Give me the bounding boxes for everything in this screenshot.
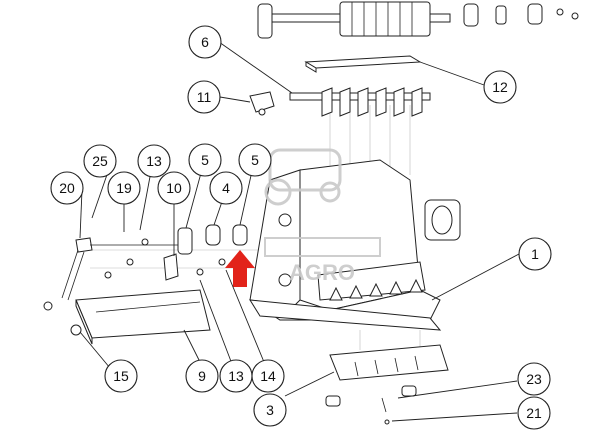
bottom-hardware [325, 385, 417, 425]
upper-roller-shaft [257, 1, 579, 39]
svg-text:1: 1 [531, 246, 539, 262]
callout-21: 21 [517, 396, 551, 430]
highlight-arrow [225, 250, 255, 287]
callout-6: 6 [188, 25, 222, 59]
svg-text:10: 10 [166, 180, 182, 196]
callout-14: 14 [251, 359, 285, 393]
callout-3: 3 [253, 393, 287, 427]
callout-15: 15 [104, 359, 138, 393]
callout-5a: 5 [188, 143, 222, 177]
svg-text:4: 4 [222, 180, 230, 196]
svg-text:12: 12 [492, 79, 508, 95]
part-11-bracket [249, 91, 275, 116]
watermark-text: AGRO [289, 260, 355, 285]
svg-text:23: 23 [526, 371, 542, 387]
callouts: 6 11 12 1 25 13 5 5 20 19 10 4 15 9 13 1… [50, 25, 552, 430]
callout-9: 9 [185, 359, 219, 393]
svg-text:13: 13 [228, 368, 244, 384]
svg-text:25: 25 [92, 153, 108, 169]
callout-10: 10 [157, 171, 191, 205]
callout-13b: 13 [219, 359, 253, 393]
callout-23: 23 [517, 362, 551, 396]
left-exploded-parts [43, 224, 248, 311]
svg-text:9: 9 [198, 368, 206, 384]
callout-11: 11 [187, 80, 221, 114]
svg-text:13: 13 [146, 153, 162, 169]
part-9-tray [70, 289, 211, 345]
svg-text:6: 6 [201, 34, 209, 50]
svg-text:15: 15 [113, 368, 129, 384]
watermark: AGRO [264, 148, 381, 285]
callout-1: 1 [518, 237, 552, 271]
callout-25: 25 [83, 144, 117, 178]
svg-text:5: 5 [251, 152, 259, 168]
callout-20: 20 [50, 171, 84, 205]
callout-19: 19 [107, 171, 141, 205]
part-6-knife-shaft [289, 87, 431, 117]
svg-text:19: 19 [116, 180, 132, 196]
part-1-housing [249, 159, 461, 331]
svg-text:3: 3 [266, 402, 274, 418]
svg-text:11: 11 [197, 89, 212, 105]
callout-5b: 5 [238, 143, 272, 177]
callout-13a: 13 [137, 144, 171, 178]
callout-12: 12 [483, 70, 517, 104]
svg-text:5: 5 [201, 152, 209, 168]
svg-text:21: 21 [526, 405, 542, 421]
part-12-bar [304, 55, 422, 73]
svg-text:14: 14 [260, 368, 276, 384]
part-3-knife-plate [329, 344, 449, 381]
svg-text:20: 20 [59, 180, 75, 196]
callout-4: 4 [209, 171, 243, 205]
